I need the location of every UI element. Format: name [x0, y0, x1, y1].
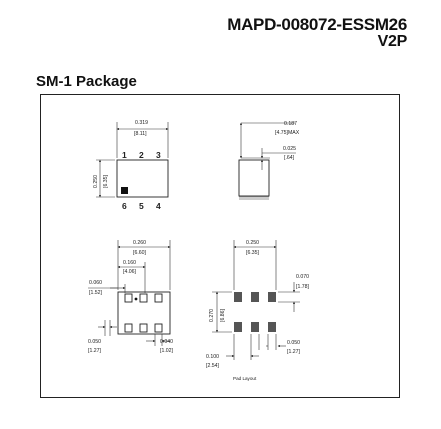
footprint-pad-mm: [1.78] [296, 284, 310, 290]
pad-top-1 [124, 293, 133, 303]
bottom-pad-in: 0.040 [160, 339, 173, 345]
bottom-view: 0.260 [6.60] 0.160 [4.06] 0.060 [1.52] 0… [88, 240, 174, 354]
side-view: 0.187 [4.75]MAX 0.025 [.64] [238, 121, 300, 200]
side-height-mm: [4.75]MAX [275, 130, 300, 136]
pin1-dot [134, 297, 138, 301]
footprint-row-mm: [2.54] [206, 363, 220, 369]
footprint-width-in: 0.250 [246, 240, 259, 246]
top-view: 0.319 [8.11] 0.250 [6.35] 1 2 3 6 5 4 [93, 120, 169, 211]
footprint-row-in: 0.100 [206, 354, 219, 360]
top-height-in: 0.250 [93, 175, 99, 188]
footprint-pad-4 [268, 322, 276, 332]
footprint-pad-5 [251, 322, 259, 332]
bottom-offset-mm: [4.06] [123, 269, 137, 275]
bottom-pitch-mm: [1.27] [88, 348, 102, 354]
package-body-side [238, 159, 270, 197]
pin-label-5: 5 [139, 201, 144, 211]
footprint-height-mm: [6.86] [220, 308, 226, 322]
drawing-frame [40, 94, 400, 398]
footprint-height-in: 0.270 [209, 309, 215, 322]
bottom-pad-offset-mm: [1.52] [89, 290, 103, 296]
footprint-pad-6 [234, 322, 242, 332]
side-standoff-mm: [.64] [284, 155, 295, 161]
bottom-width-mm: [6.60] [133, 250, 147, 256]
top-width-mm: [8.11] [134, 131, 147, 137]
bottom-width-in: 0.260 [133, 240, 146, 246]
part-number-header: MAPD-008072-ESSM26 V2P [227, 16, 407, 50]
footprint-pad-3 [268, 292, 276, 302]
part-number: MAPD-008072-ESSM26 [227, 15, 407, 34]
side-height-in: 0.187 [284, 121, 297, 127]
footprint-pitch-in: 0.050 [287, 340, 300, 346]
pin-label-6: 6 [122, 201, 127, 211]
side-standoff-in: 0.025 [283, 146, 296, 152]
pin-label-4: 4 [156, 201, 161, 211]
pin1-marker [121, 187, 128, 194]
revision: V2P [377, 33, 408, 50]
pad-layout: 0.250 [6.35] 0.070 [1.78] 0.270 [6.86] 0… [206, 240, 310, 381]
pad-bottom-1 [124, 323, 133, 333]
footprint-width-mm: [6.35] [246, 250, 260, 256]
bottom-pitch-in: 0.050 [88, 339, 101, 345]
package-title: SM-1 Package [36, 73, 137, 90]
pad-bottom-2 [139, 323, 148, 333]
pad-layout-caption: Pad Layout [233, 376, 257, 381]
pad-bottom-3 [154, 323, 163, 333]
bottom-pad-mm: [1.02] [160, 348, 174, 354]
pin-label-3: 3 [156, 150, 161, 160]
pin-label-1: 1 [122, 150, 127, 160]
footprint-pad-in: 0.070 [296, 274, 309, 280]
footprint-pad-2 [251, 292, 259, 302]
bottom-offset-in: 0.160 [123, 260, 136, 266]
footprint-pad-1 [234, 292, 242, 302]
top-height-mm: [6.35] [103, 174, 109, 188]
top-width-in: 0.319 [135, 120, 148, 126]
pad-top-2 [139, 293, 148, 303]
pin-label-2: 2 [139, 150, 144, 160]
bottom-pad-offset-in: 0.060 [89, 280, 102, 286]
pad-top-3 [154, 293, 163, 303]
footprint-pitch-mm: [1.27] [287, 349, 301, 355]
